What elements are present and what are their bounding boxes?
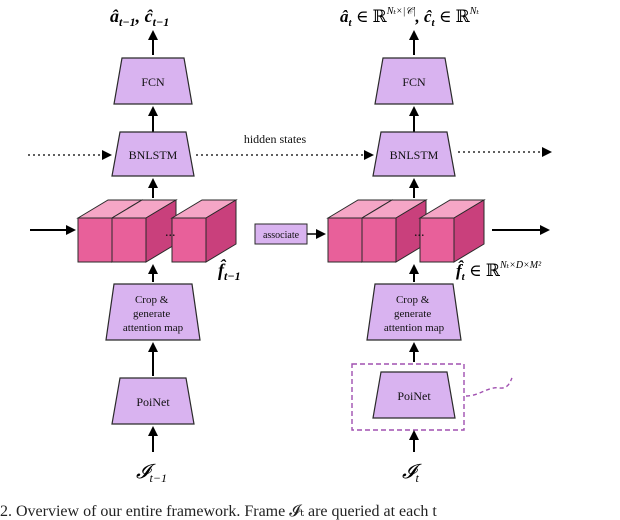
figure-caption: 2. Overview of our entire framework. Fra… (0, 497, 620, 520)
right-feature-dots: ... (414, 225, 425, 240)
right-feature-label: f̂t ∈ ℝNₜ×D×M² (456, 260, 542, 283)
right-poinet-label: PoiNet (397, 389, 431, 403)
right-poinet-block (372, 371, 456, 419)
right-feature-maps (326, 199, 486, 263)
left-output-label: ât−1, ĉt−1 (110, 6, 169, 29)
right-fcn-label: FCN (402, 75, 426, 89)
poinet-highlight-box (351, 363, 465, 431)
right-bnlstm-label: BNLSTM (390, 148, 439, 162)
figure-caption-text: 2. Overview of our entire framework. Fra… (0, 503, 437, 520)
left-bnlstm-label: BNLSTM (129, 148, 178, 162)
poinet-callout-curve (465, 377, 513, 397)
left-feature-label: f̂t−1 (218, 259, 241, 283)
left-input-label: 𝓘t−1 (136, 461, 167, 485)
associate-label: associate (263, 230, 300, 241)
right-input-label: 𝓘t (402, 461, 422, 485)
left-crop-block (105, 283, 201, 341)
left-fcn-label: FCN (141, 75, 165, 89)
right-fcn-block (374, 57, 454, 105)
left-feature-maps (76, 199, 238, 263)
left-poinet-label: PoiNet (136, 395, 170, 409)
left-feature-dots: ... (165, 225, 176, 240)
left-bnlstm-block (111, 131, 195, 177)
hidden-states-label: hidden states (244, 132, 307, 146)
left-fcn-block (113, 57, 193, 105)
left-crop-label: Crop & generate attention map (123, 294, 184, 334)
right-crop-block (366, 283, 462, 341)
right-output-label: ât ∈ ℝNₜ×|𝒞|, ĉt ∈ ℝNₜ (340, 6, 479, 29)
right-bnlstm-block (372, 131, 456, 177)
right-crop-label: Crop & generate attention map (384, 294, 445, 334)
left-poinet-block (111, 377, 195, 425)
